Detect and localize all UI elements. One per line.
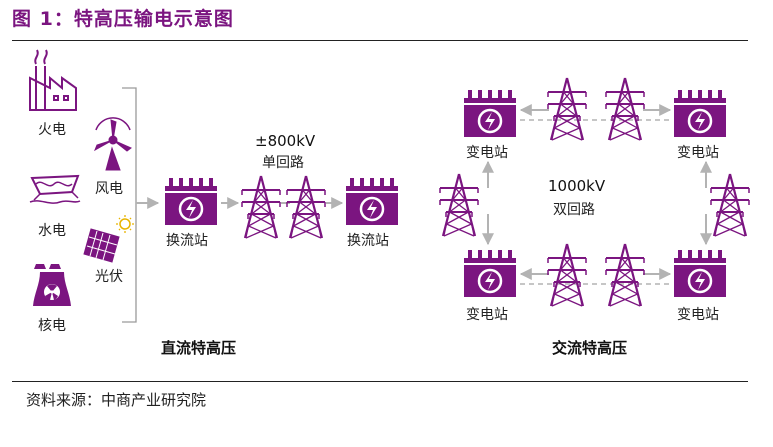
dc-circuit-label: 单回路 xyxy=(262,155,304,171)
dc-station-right-label: 换流站 xyxy=(347,233,389,249)
ac-circuit-label: 双回路 xyxy=(553,202,595,218)
dc-tower-1-icon xyxy=(240,174,282,240)
thermal-plant-icon xyxy=(29,49,77,111)
ac-substation-tr-label: 变电站 xyxy=(677,145,719,161)
ac-left-tower-icon xyxy=(438,172,480,238)
dc-converter-station-right-icon xyxy=(344,176,400,227)
nuclear-plant-icon xyxy=(33,264,71,306)
ac-bottom-tower-2-icon xyxy=(604,242,646,308)
ac-substation-br-icon xyxy=(672,248,728,299)
solar-label: 光伏 xyxy=(95,269,123,285)
dc-tower-2-icon xyxy=(285,174,327,240)
source-rule xyxy=(12,381,748,382)
title-rule xyxy=(12,40,748,41)
wind-turbine-icon xyxy=(94,117,132,171)
ac-right-tower-icon xyxy=(709,172,751,238)
thermal-label: 火电 xyxy=(38,122,66,138)
ac-section-label: 交流特高压 xyxy=(552,339,628,357)
ac-substation-br-label: 变电站 xyxy=(677,307,719,323)
nuclear-label: 核电 xyxy=(38,318,66,334)
dc-converter-station-left-icon xyxy=(163,176,219,227)
dc-station-left-label: 换流站 xyxy=(166,233,208,249)
ac-substation-tl-icon xyxy=(462,88,518,139)
ac-substation-bl-icon xyxy=(462,248,518,299)
ac-substation-tr-icon xyxy=(672,88,728,139)
wind-label: 风电 xyxy=(95,181,123,197)
ac-substation-bl-label: 变电站 xyxy=(466,307,508,323)
hydro-dam-icon xyxy=(29,174,81,204)
ac-bottom-tower-1-icon xyxy=(546,242,588,308)
hydro-label: 水电 xyxy=(38,223,66,239)
ac-voltage-label: 1000kV xyxy=(548,177,606,195)
dc-voltage-label: ±800kV xyxy=(255,132,316,150)
dc-section-label: 直流特高压 xyxy=(161,339,237,357)
sources-bracket xyxy=(122,87,137,323)
ac-substation-tl-label: 变电站 xyxy=(466,145,508,161)
ac-top-tower-2-icon xyxy=(604,76,646,142)
figure-source: 资料来源：中商产业研究院 xyxy=(26,391,207,409)
solar-panel-icon xyxy=(83,215,134,263)
figure-title: 图 1：特高压输电示意图 xyxy=(12,8,234,30)
ac-top-tower-1-icon xyxy=(546,76,588,142)
